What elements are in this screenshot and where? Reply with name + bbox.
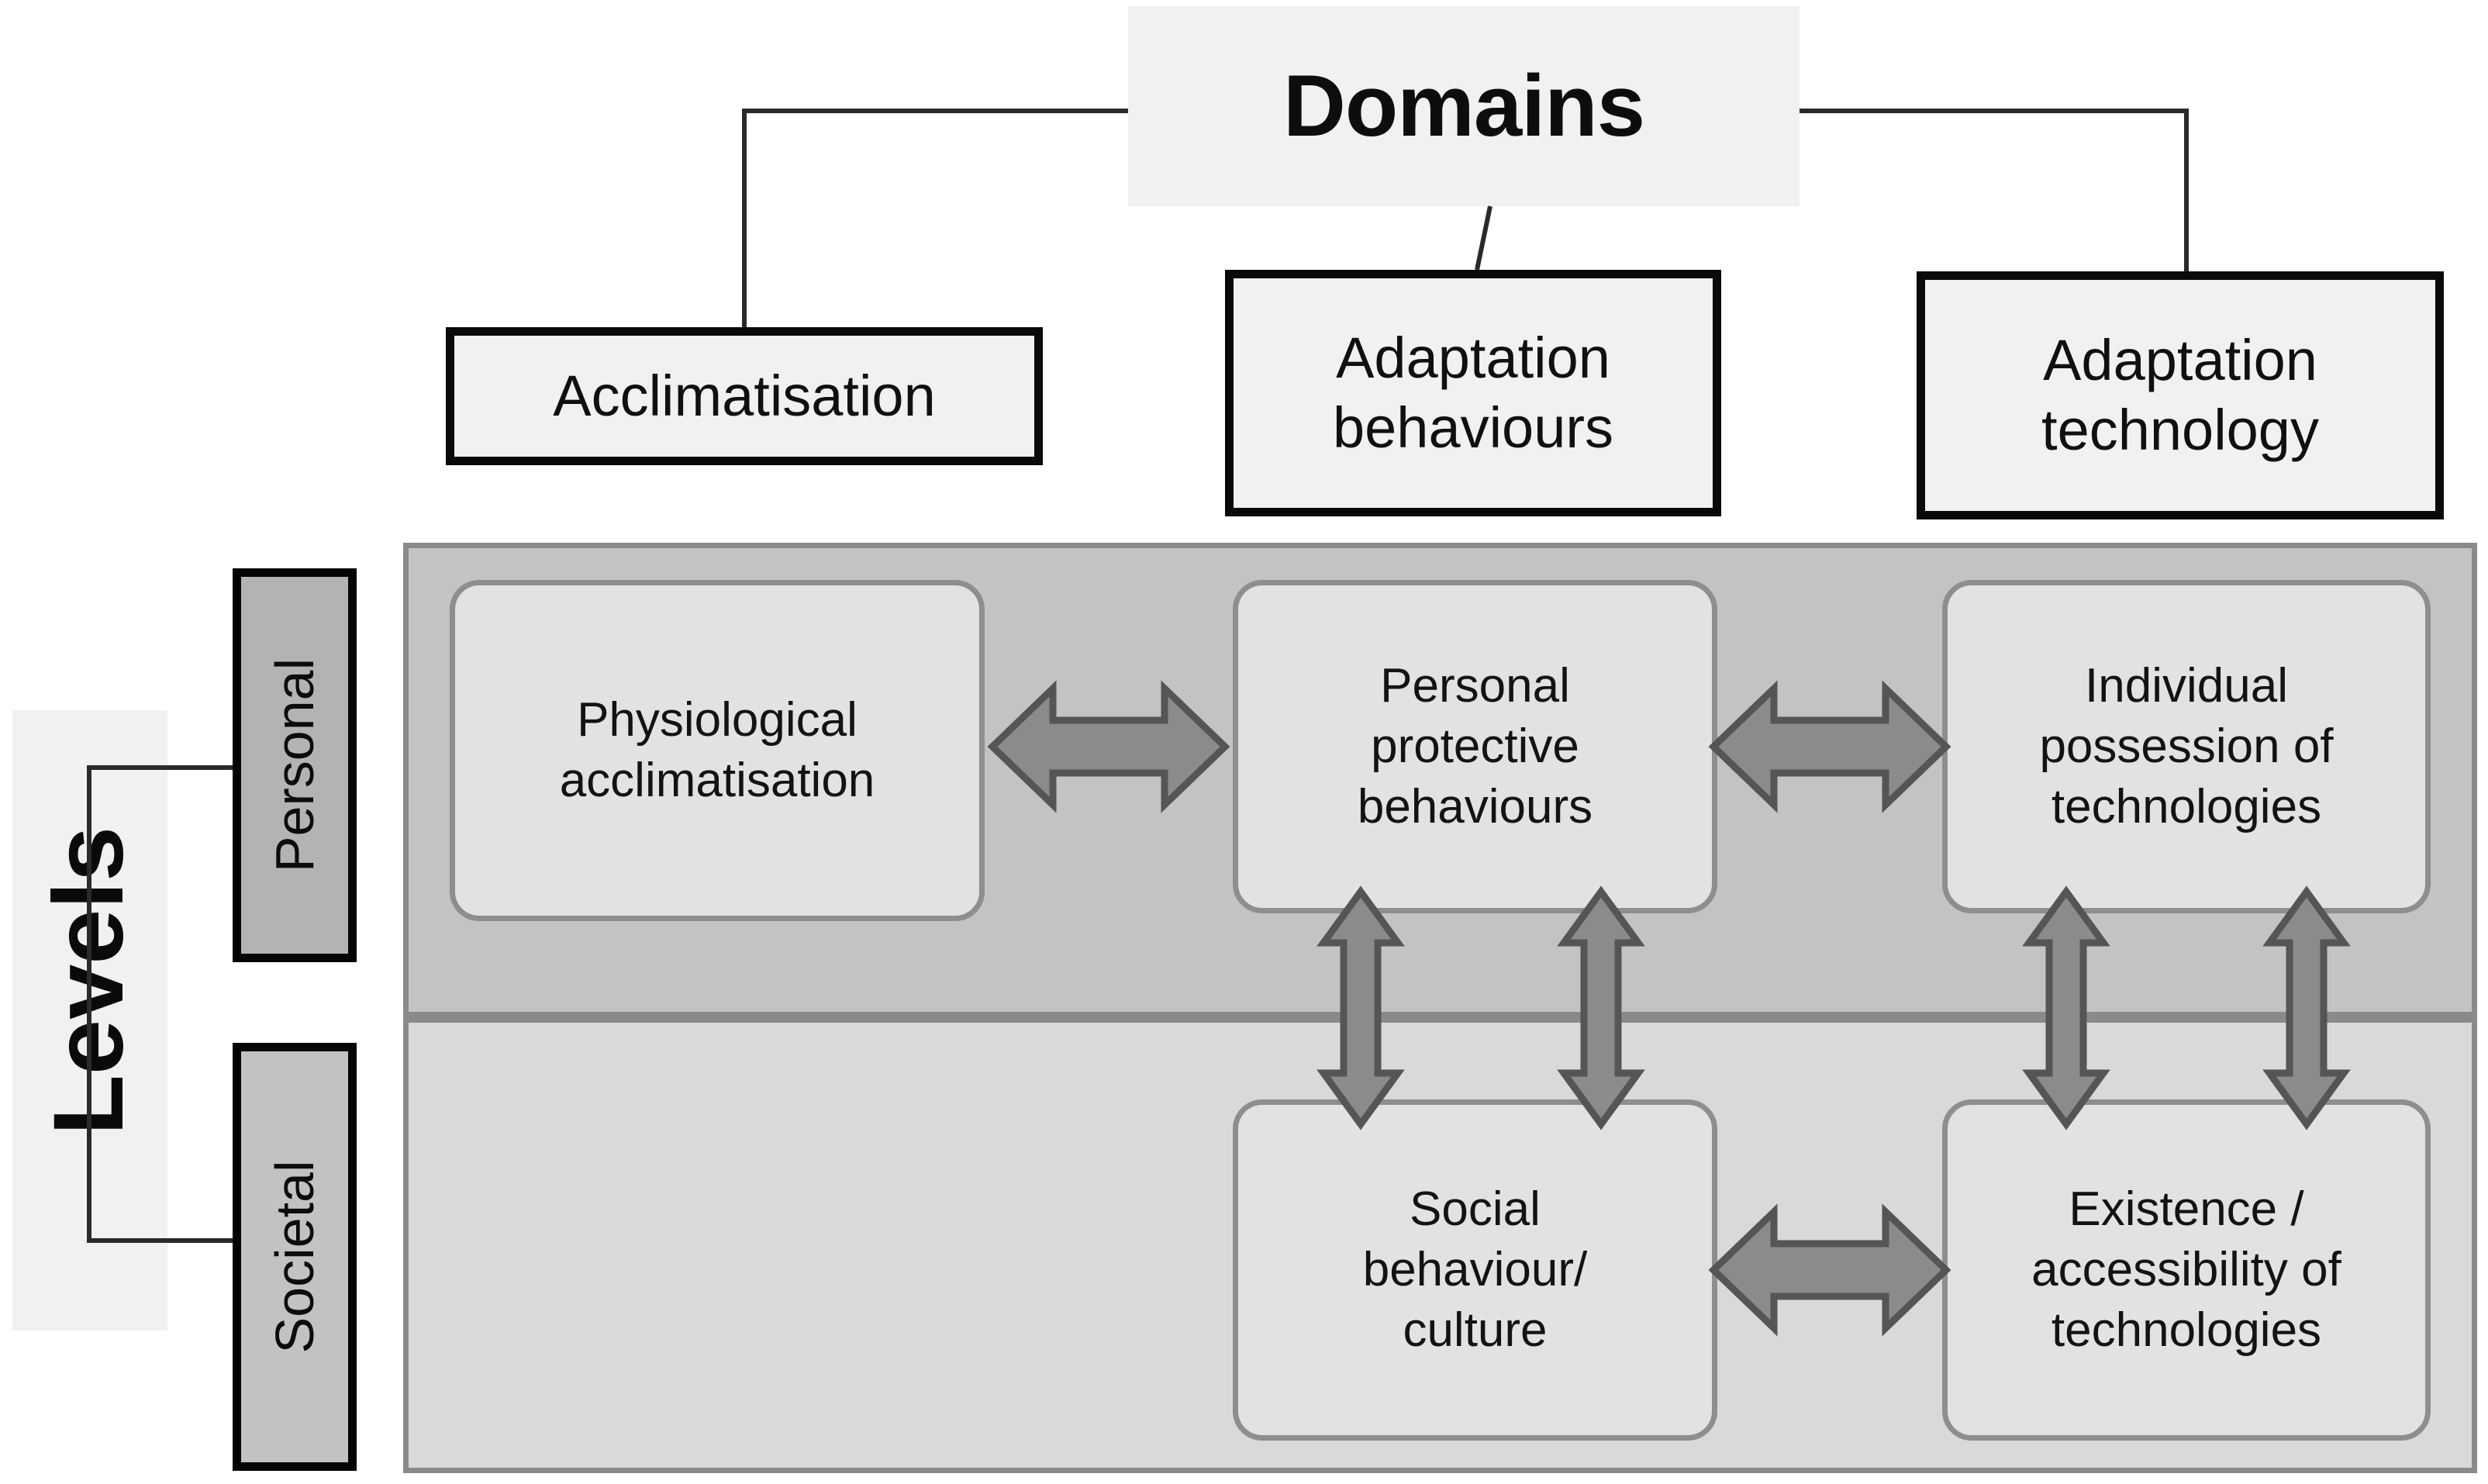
- cell-line3: behaviours: [1357, 780, 1593, 834]
- cell-line3: culture: [1403, 1303, 1548, 1358]
- domains-header-box: Domains: [1128, 6, 1800, 206]
- level-tab-label-personal: Personal: [264, 657, 325, 873]
- domain-label-line2: behaviours: [1332, 395, 1613, 460]
- cell-line1: Personal: [1380, 658, 1570, 713]
- cell-line1: Existence /: [2069, 1182, 2304, 1236]
- domain-box-adaptation-technology[interactable]: Adaptation technology: [1917, 271, 2444, 519]
- cell-line1: Physiological: [577, 692, 858, 747]
- cell-line2: accessibility of: [2031, 1242, 2341, 1296]
- matrix-cell-physiological-acclimatisation[interactable]: Physiological acclimatisation: [450, 580, 985, 921]
- cell-line2: acclimatisation: [559, 754, 875, 807]
- domain-label-adaptation-technology: Adaptation technology: [2041, 326, 2319, 466]
- matrix-cell-individual-possession-of-technologies[interactable]: Individual possession of technologies: [1942, 580, 2431, 913]
- matrix-cell-existence-accessibility-of-technologies[interactable]: Existence / accessibility of technologie…: [1942, 1099, 2431, 1441]
- matrix-cell-social-behaviour-culture[interactable]: Social behaviour/ culture: [1233, 1099, 1717, 1441]
- cell-line2: behaviour/: [1362, 1242, 1588, 1296]
- domain-box-acclimatisation[interactable]: Acclimatisation: [446, 327, 1043, 465]
- level-tab-societal[interactable]: Societal: [233, 1043, 357, 1471]
- domain-label-line2: technology: [2041, 398, 2319, 462]
- domain-label-acclimatisation: Acclimatisation: [553, 363, 936, 428]
- level-tab-personal[interactable]: Personal: [233, 568, 357, 962]
- domain-label-adaptation-behaviours: Adaptation behaviours: [1333, 323, 1613, 464]
- domain-label-line1: Adaptation: [2043, 327, 2317, 392]
- cell-line1: Individual: [2085, 658, 2288, 713]
- levels-caption-text: Levels: [33, 826, 144, 1136]
- cell-line2: protective: [1371, 719, 1579, 773]
- domain-box-adaptation-behaviours[interactable]: Adaptation behaviours: [1225, 270, 1721, 516]
- domains-title: Domains: [1283, 57, 1645, 154]
- matrix-container: Physiological acclimatisation Personal p…: [403, 543, 2477, 1473]
- level-tab-label-societal: Societal: [264, 1160, 325, 1354]
- cell-line2: possession of: [2039, 719, 2334, 773]
- domain-label-line1: Adaptation: [1336, 325, 1610, 390]
- levels-caption: Levels: [12, 671, 167, 1291]
- matrix-cell-personal-protective-behaviours[interactable]: Personal protective behaviours: [1233, 580, 1717, 913]
- cell-line3: technologies: [2051, 1303, 2322, 1358]
- cell-line3: technologies: [2051, 780, 2322, 834]
- cell-line1: Social: [1410, 1182, 1541, 1236]
